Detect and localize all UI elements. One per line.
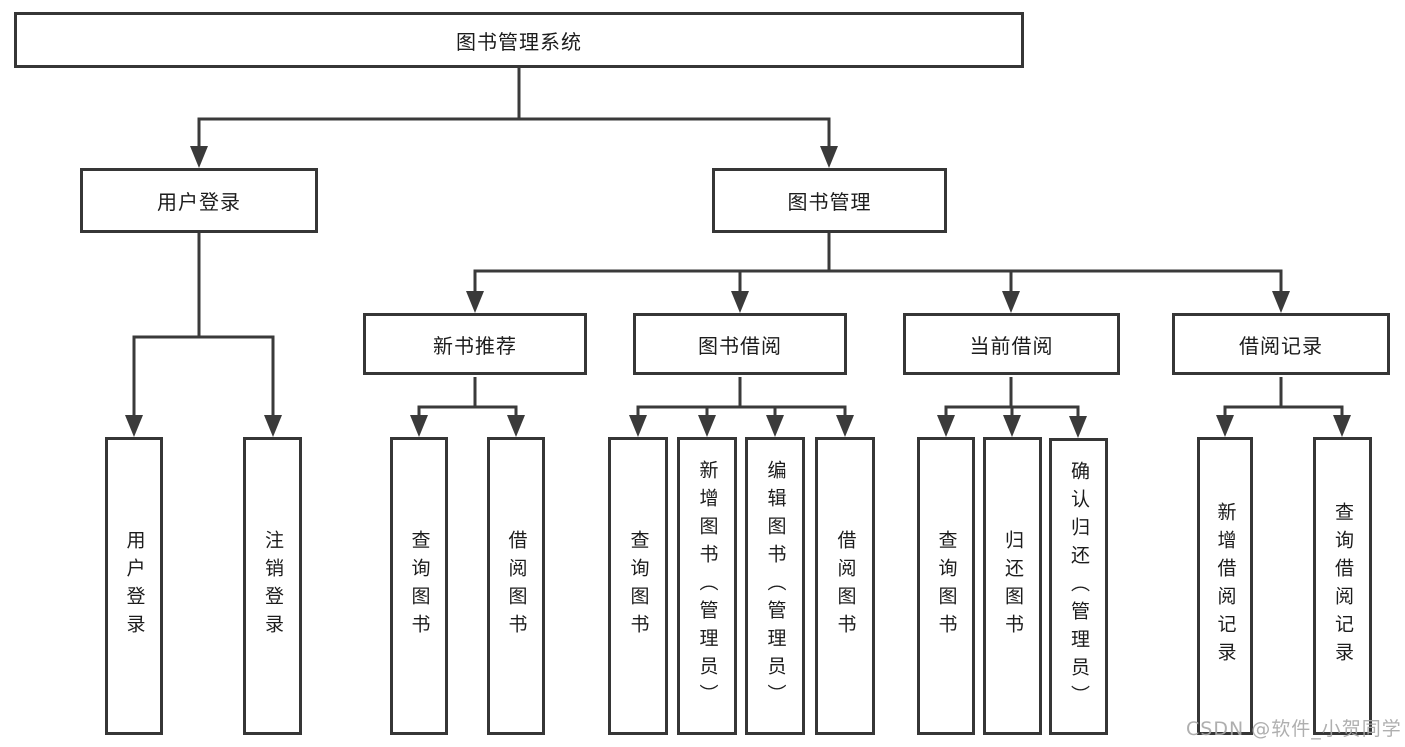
leaf-search-books-recommendation: 查询图书: [390, 437, 448, 735]
connector-bookborrow-to-leaves: [636, 377, 847, 419]
leaf-user-login: 用户登录: [105, 437, 163, 735]
connector-borrowrecords-to-leaves: [1223, 377, 1344, 419]
connector-bookmgmt-to-level3: [473, 233, 1283, 295]
leaf-search-books-current: 查询图书: [917, 437, 975, 735]
connector-currentborrow-to-leaves: [944, 377, 1080, 420]
leaf-logout: 注销登录: [243, 437, 302, 735]
leaf-borrow-books: 借阅图书: [815, 437, 875, 735]
node-current-borrowing-label: 当前借阅: [969, 333, 1054, 358]
leaf-search-books-borrowing-label: 查询图书: [627, 530, 650, 642]
node-root-label: 图书管理系统: [456, 29, 582, 54]
leaf-search-borrow-record-label: 查询借阅记录: [1332, 502, 1354, 670]
node-borrowing-records-label: 借阅记录: [1239, 333, 1323, 358]
leaf-search-books-recommendation-label: 查询图书: [408, 530, 431, 642]
leaf-search-books-current-label: 查询图书: [935, 530, 958, 642]
leaf-edit-books-admin-label: 编辑图书（管理员）: [764, 460, 787, 712]
node-user-login: 用户登录: [80, 168, 318, 233]
leaf-search-books-borrowing: 查询图书: [608, 437, 668, 735]
connector-root-to-level2: [197, 66, 831, 150]
leaf-borrow-books-recommendation-label: 借阅图书: [505, 530, 528, 642]
leaf-logout-label: 注销登录: [262, 530, 284, 642]
leaf-confirm-return-admin: 确认归还（管理员）: [1049, 438, 1108, 735]
leaf-borrow-books-label: 借阅图书: [834, 530, 857, 642]
node-current-borrowing: 当前借阅: [903, 313, 1120, 375]
node-book-management: 图书管理: [712, 168, 947, 233]
connector-newbookrec-to-leaves: [417, 377, 518, 419]
node-new-book-recommendation-label: 新书推荐: [433, 333, 517, 358]
leaf-return-books: 归还图书: [983, 437, 1042, 735]
node-book-borrowing-label: 图书借阅: [698, 333, 782, 358]
leaf-add-books-admin: 新增图书（管理员）: [677, 437, 737, 735]
csdn-watermark: CSDN @软件_小贺同学: [1186, 718, 1402, 740]
arrowheads: [125, 146, 1351, 438]
node-root: 图书管理系统: [14, 12, 1024, 68]
leaf-confirm-return-admin-label: 确认归还（管理员）: [1068, 460, 1090, 713]
leaf-search-borrow-record: 查询借阅记录: [1313, 437, 1372, 735]
node-book-management-label: 图书管理: [787, 190, 872, 214]
leaf-return-books-label: 归还图书: [1002, 530, 1024, 642]
leaf-user-login-label: 用户登录: [123, 530, 146, 642]
leaf-add-borrow-record: 新增借阅记录: [1197, 437, 1253, 735]
node-book-borrowing: 图书借阅: [633, 313, 847, 375]
connector-userlogin-to-leaves: [132, 233, 275, 419]
leaf-edit-books-admin: 编辑图书（管理员）: [745, 437, 805, 735]
node-user-login-label: 用户登录: [157, 190, 241, 214]
leaf-add-books-admin-label: 新增图书（管理员）: [696, 460, 719, 712]
leaf-borrow-books-recommendation: 借阅图书: [487, 437, 545, 735]
node-borrowing-records: 借阅记录: [1172, 313, 1390, 375]
node-new-book-recommendation: 新书推荐: [363, 313, 587, 375]
leaf-add-borrow-record-label: 新增借阅记录: [1214, 502, 1237, 670]
